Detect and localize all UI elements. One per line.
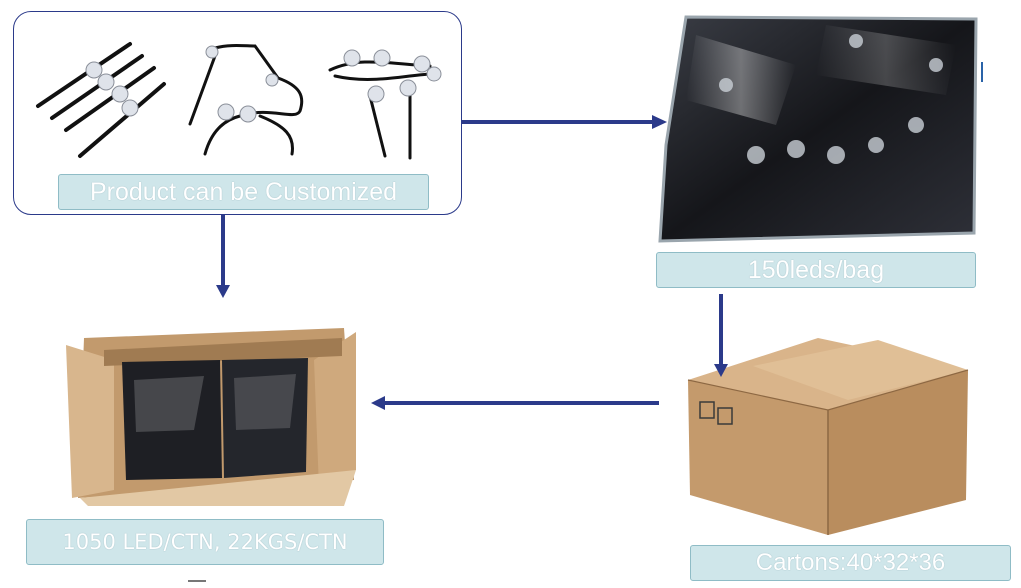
edge-mark (981, 62, 983, 82)
bag-quantity-label: 150leds/bag (656, 252, 976, 288)
open-carton-image (66, 328, 356, 506)
product-customized-label: Product can be Customized (58, 174, 429, 210)
carton-packing-label: 1050 LED/CTN, 22KGS/CTN (26, 519, 384, 565)
sealed-bag-image (658, 15, 978, 243)
arrow-down-icon (216, 215, 230, 298)
carton-size-label: Cartons:40*32*36 (690, 545, 1011, 581)
arrow-down-icon (714, 294, 728, 377)
arrow-right-icon (462, 115, 667, 129)
arrow-left-icon (371, 396, 659, 410)
bottom-tick-mark (188, 580, 206, 582)
closed-carton-image (687, 338, 969, 535)
led-products-image (36, 42, 442, 160)
